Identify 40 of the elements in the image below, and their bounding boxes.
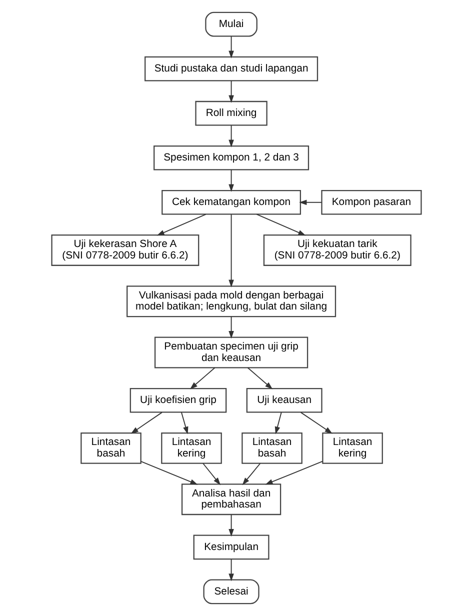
node-box: Lintasan basah <box>80 432 141 464</box>
node-box: Analisa hasil dan pembahasan <box>180 484 281 516</box>
arrow <box>228 558 234 582</box>
arrow <box>228 214 234 288</box>
node-box: Lintasan basah <box>241 432 302 464</box>
arrow <box>180 412 188 434</box>
node-box: Studi pustaka dan studi lapangan <box>144 56 318 82</box>
node-box: Uji kekerasan Shore A (SNI 0778-2009 butir 6.6.2) <box>50 234 199 266</box>
node-box: Uji koefisien grip <box>129 388 226 413</box>
node-box: Pembuatan specimen uji grip dan keausan <box>154 336 308 368</box>
arrow <box>228 316 234 339</box>
arrow <box>242 462 260 486</box>
node-box: Kompon pasaran <box>320 190 422 215</box>
node-box: Selesai <box>202 579 259 604</box>
arrow <box>300 412 332 434</box>
node-box: Lintasan kering <box>322 432 382 464</box>
node-box: Kesimpulan <box>192 534 269 560</box>
node-box: Spesimen kompon 1, 2 dan 3 <box>153 145 309 170</box>
arrow <box>189 367 215 390</box>
node-box: Cek kematangan kompon <box>161 190 300 215</box>
arrow <box>274 412 282 434</box>
arrow <box>156 214 206 236</box>
node-box: Uji keausan <box>246 388 322 413</box>
arrow <box>202 462 220 486</box>
arrow <box>228 80 234 103</box>
node-box: Uji kekuatan tarik (SNI 0778-2009 butir 6.6.2) <box>262 234 411 266</box>
arrow <box>228 36 234 58</box>
arrow <box>228 125 234 148</box>
arrow <box>228 514 234 537</box>
arrow <box>256 214 306 236</box>
arrow <box>298 200 322 206</box>
arrow <box>246 367 272 390</box>
node-box: Vulkanisasi pada mold dengan berbagai model batikan; lengkung, bulat dan silang <box>126 286 336 318</box>
arrow <box>264 460 323 485</box>
node-box: Roll mixing <box>194 100 267 126</box>
arrow <box>140 460 198 485</box>
node-box: Mulai <box>204 12 257 37</box>
node-box: Lintasan kering <box>160 432 222 464</box>
arrow <box>228 170 234 192</box>
arrow <box>130 412 162 434</box>
